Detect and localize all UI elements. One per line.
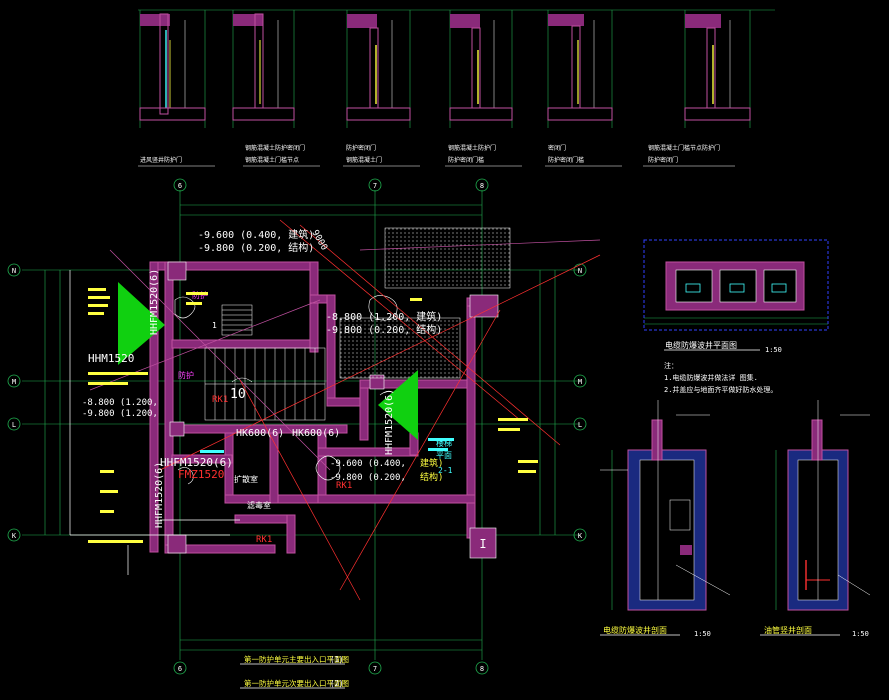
section-caption-2: 钢筋混凝土防护密闭门 — [245, 144, 305, 152]
door-hhfm-mid: HHFM1520(6) — [160, 456, 233, 469]
axis-label-L: L — [12, 421, 16, 429]
section-caption-2b: 钢筋混凝土门槛节点 — [245, 156, 299, 164]
section-caption-5: 密闭门 — [548, 144, 566, 152]
stairs — [204, 304, 326, 421]
shaft-plan-title: 电缆防爆波井平面图 — [665, 340, 737, 350]
axis-label-N-right: N — [578, 267, 582, 275]
shaft-section-left-title: 电缆防爆波井剖面 — [603, 625, 667, 635]
shaft-section-left-scale: 1:50 — [694, 630, 711, 638]
section-caption-5b: 防护密闭门槛 — [548, 156, 584, 164]
plan-title-2: 第一防护单元次要出入口平面图 — [244, 678, 349, 688]
triangle-marker-left — [118, 282, 165, 365]
axis-label-8-bottom: 8 — [480, 665, 484, 673]
plan-title-2-suffix: (2) — [330, 679, 344, 688]
door-rk2: RK1 — [336, 481, 352, 491]
room-label-f: 平面 — [436, 451, 452, 460]
elev-low-suffix-1: 建筑) — [420, 457, 443, 469]
room-label-d: 滤毒室 — [247, 500, 271, 510]
section-caption-4b: 防护密闭门槛 — [448, 156, 484, 164]
section-caption-6b: 防护密闭门 — [648, 156, 678, 164]
hatched-areas — [339, 227, 511, 379]
elev-top-2: -9.800 (0.200, 结构) — [198, 241, 314, 254]
elev-top-1: -9.600 (0.400, 建筑) — [198, 228, 314, 241]
walls — [149, 261, 498, 554]
section-caption-3b: 钢筋混凝土门 — [346, 156, 382, 164]
door-hhfm-top: HHFM1520(6) — [149, 269, 160, 335]
door-hhm-right: HHFM1520(6) — [384, 389, 395, 455]
elev-left-1: -8.800 (1.200, — [82, 398, 158, 408]
axis-label-6: 6 — [178, 182, 182, 190]
axis-label-K: K — [12, 532, 17, 540]
section-caption-4: 钢筋混凝土防护门 — [448, 144, 496, 152]
door-fmz: FMZ1520 — [178, 468, 224, 481]
elev-low-2: -9.800 (0.200, — [330, 473, 406, 483]
elev-left-2: -9.800 (1.200, — [82, 409, 158, 419]
axis-bubbles — [7, 178, 587, 675]
cyan-stubs — [200, 438, 454, 453]
stair-number: 1 — [212, 321, 217, 330]
door-section-4 — [449, 10, 513, 128]
columns — [167, 261, 499, 559]
column-mark-i: I — [479, 537, 486, 551]
room-label-c: 扩散室 — [234, 474, 258, 484]
room-label-e: 楼梯 — [436, 438, 452, 448]
room-label-g: 2-1 — [438, 466, 453, 475]
axis-label-K-right: K — [578, 532, 583, 540]
triangle-marker-right — [378, 370, 418, 440]
section-caption-3: 防护密闭门 — [346, 144, 376, 152]
axis-label-7: 7 — [373, 182, 377, 190]
axis-bubble-8 — [475, 178, 489, 192]
shaft-section-right: 油管竖井剖面 1:50 — [760, 400, 871, 638]
door-rk: RK1 — [212, 395, 228, 405]
room-number: 10 — [230, 387, 246, 402]
axis-label-N: N — [12, 267, 16, 275]
shaft-plan: 电缆防爆波井平面图 1:50 注： 1.电缆防爆波井做法详 图集. 2.井盖应与… — [643, 239, 829, 394]
axis-label-6-bottom: 6 — [178, 665, 182, 673]
door-section-5 — [547, 10, 613, 128]
elev-mid-2: -9.800 (0.200, 结构) — [326, 323, 442, 336]
room-label-a: 防护 — [178, 370, 194, 380]
door-section-3 — [346, 10, 411, 128]
door-section-details: 进风竖井防护门 钢筋混凝土防护密闭门 钢筋混凝土门槛节点 防护密闭门 钢筋混凝土… — [138, 9, 775, 167]
door-section-1 — [139, 10, 206, 128]
shaft-note-1: 1.电缆防爆波井做法详 图集. — [664, 373, 758, 382]
door-hk2: HK600(6) — [292, 428, 340, 439]
shaft-section-left: 电缆防爆波井剖面 1:50 — [600, 400, 731, 638]
elev-low-suffix-2: 结构) — [420, 471, 443, 483]
plan-title-1: 第一防护单元主要出入口平面图 — [244, 654, 349, 664]
axis-bubble-7 — [368, 178, 382, 192]
axis-label-L-right: L — [578, 421, 582, 429]
shaft-section-right-scale: 1:50 — [852, 630, 869, 638]
door-section-2 — [232, 10, 295, 128]
plan-title-1-suffix: (1) — [330, 655, 344, 664]
axis-label-7-bottom: 7 — [373, 665, 377, 673]
axis-bubble-6 — [173, 178, 187, 192]
door-rk3: RK1 — [256, 535, 272, 545]
triangle-markers — [118, 282, 418, 440]
door-hhm-left: HHM1520 — [88, 352, 134, 365]
section-caption-1: 进风竖井防护门 — [140, 156, 182, 164]
door-hhfm-lower: HHFM1520(6) — [154, 462, 165, 528]
shaft-section-right-title: 油管竖井剖面 — [764, 625, 812, 635]
door-hk1: HK600(6) — [236, 428, 284, 439]
plan-titles: 第一防护单元主要出入口平面图 (1) 第一防护单元次要出入口平面图 (2) — [240, 654, 349, 689]
shaft-plan-scale: 1:50 — [765, 346, 782, 354]
leader-lines — [69, 219, 601, 601]
axis-label-8: 8 — [480, 182, 484, 190]
shaft-note-0: 注： — [664, 361, 678, 370]
axis-label-M: M — [12, 378, 16, 386]
elev-low-1: -9.600 (0.400, — [330, 459, 406, 469]
shaft-note-2: 2.井盖应与地面齐平做好防水处理。 — [664, 385, 777, 394]
note-stubs — [88, 288, 538, 543]
axis-label-M-right: M — [578, 378, 582, 386]
elev-mid-1: -8.800 (1.200, 建筑) — [326, 310, 442, 323]
section-caption-6: 钢筋混凝土门槛节点防护门 — [648, 144, 720, 152]
door-section-6 — [684, 10, 751, 128]
